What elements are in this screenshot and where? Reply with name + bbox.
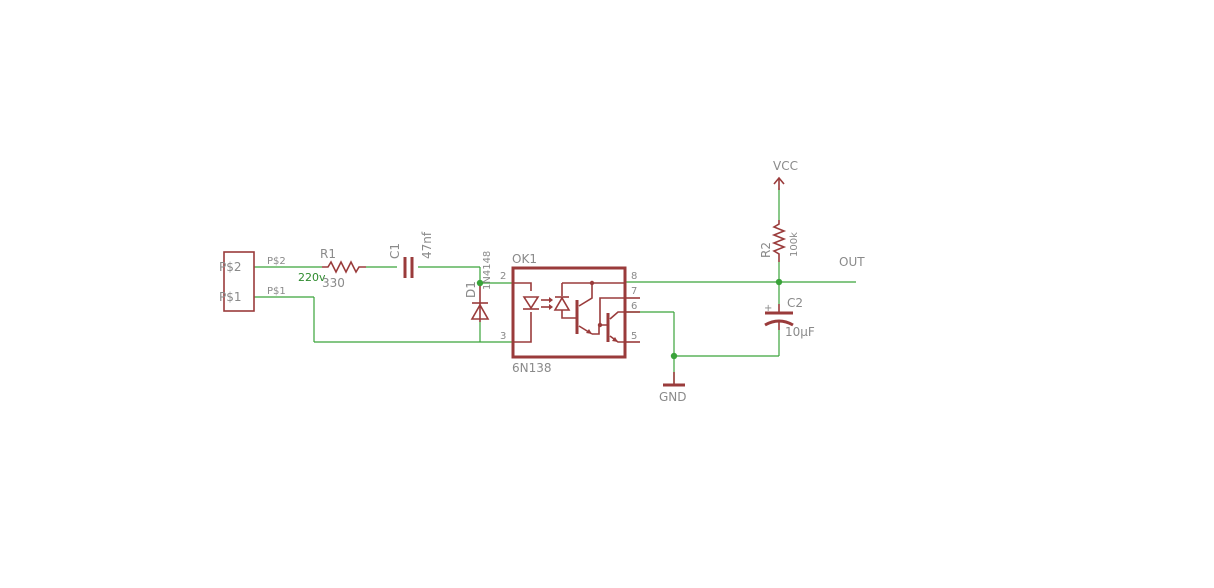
vcc-symbol: VCC: [773, 159, 798, 190]
ok1-q2-arrow: [612, 337, 618, 342]
d1-name: D1: [464, 281, 478, 298]
ok1-led-ray-1-head: [549, 297, 553, 303]
ok1-pin7-lead: [599, 297, 626, 325]
connector-label-top: P$2: [267, 256, 286, 267]
ok1-q1-arrow: [586, 329, 592, 334]
ok1-pd-lead-bottom: [561, 310, 576, 319]
ok1-pin8: 8: [631, 271, 637, 282]
connector-pin2-label: P$2: [219, 260, 242, 274]
out-label: OUT: [839, 255, 865, 269]
r1-zigzag: [322, 260, 366, 274]
vcc-label: VCC: [773, 159, 798, 173]
c1-name: C1: [388, 243, 402, 259]
r1-value: 330: [322, 276, 345, 290]
r2-zigzag: [771, 220, 787, 262]
c1-value: 47nf: [420, 231, 434, 259]
d1-value: 1N4148: [482, 251, 493, 290]
ok1-pin6: 6: [631, 301, 637, 312]
ok1-pd-triangle: [553, 296, 571, 311]
d1-symbol: D1 1N4148: [464, 251, 493, 322]
ok1-q1-collector: [578, 283, 593, 307]
connector-symbol: P$2 P$1 P$2 P$1: [219, 251, 286, 312]
gnd-symbol: GND: [659, 372, 687, 404]
ok1-node-base: [597, 322, 603, 328]
c2-symbol: + C2 10µF: [764, 296, 815, 339]
gnd-label: GND: [659, 390, 687, 404]
connector-body: [223, 251, 255, 312]
vcc-arrow: [773, 176, 785, 185]
ok1-led-triangle: [522, 296, 540, 310]
connector-pin1-label: P$1: [219, 290, 242, 304]
junction-gnd: [670, 352, 678, 360]
ok1-led-ray-2-head: [549, 304, 553, 310]
ok1-pin2: 2: [500, 271, 506, 282]
net-label-220v: 220v: [298, 271, 326, 284]
r2-name: R2: [759, 242, 773, 258]
ok1-pin5: 5: [631, 331, 637, 342]
ok1-part: 6N138: [512, 361, 552, 375]
c1-symbol: C1 47nf: [388, 231, 434, 278]
c2-name: C2: [787, 296, 803, 310]
ok1-q2-collector: [609, 311, 626, 320]
ok1-pin7: 7: [631, 286, 637, 297]
r2-symbol: R2 100k: [759, 220, 800, 262]
connector-label-bottom: P$1: [267, 286, 286, 297]
ok1-body: [511, 266, 627, 359]
ok1-pin3: 3: [500, 331, 506, 342]
junction-out: [775, 278, 783, 286]
junction-d1: [476, 279, 484, 287]
r1-name: R1: [320, 247, 336, 261]
ok1-led-lead-top: [513, 282, 532, 291]
c2-value: 10µF: [785, 325, 815, 339]
ok1-name: OK1: [512, 252, 537, 266]
ok1-led-lead-bottom: [513, 312, 532, 343]
r2-value: 100k: [789, 232, 800, 257]
ok1-q2-base-lead: [592, 324, 608, 335]
r1-symbol: R1 330: [320, 247, 366, 290]
d1-triangle: [470, 303, 490, 320]
ok1-symbol: OK1 6N138 2 3 8 7 6 5: [500, 252, 640, 375]
c2-plus: +: [764, 303, 772, 314]
